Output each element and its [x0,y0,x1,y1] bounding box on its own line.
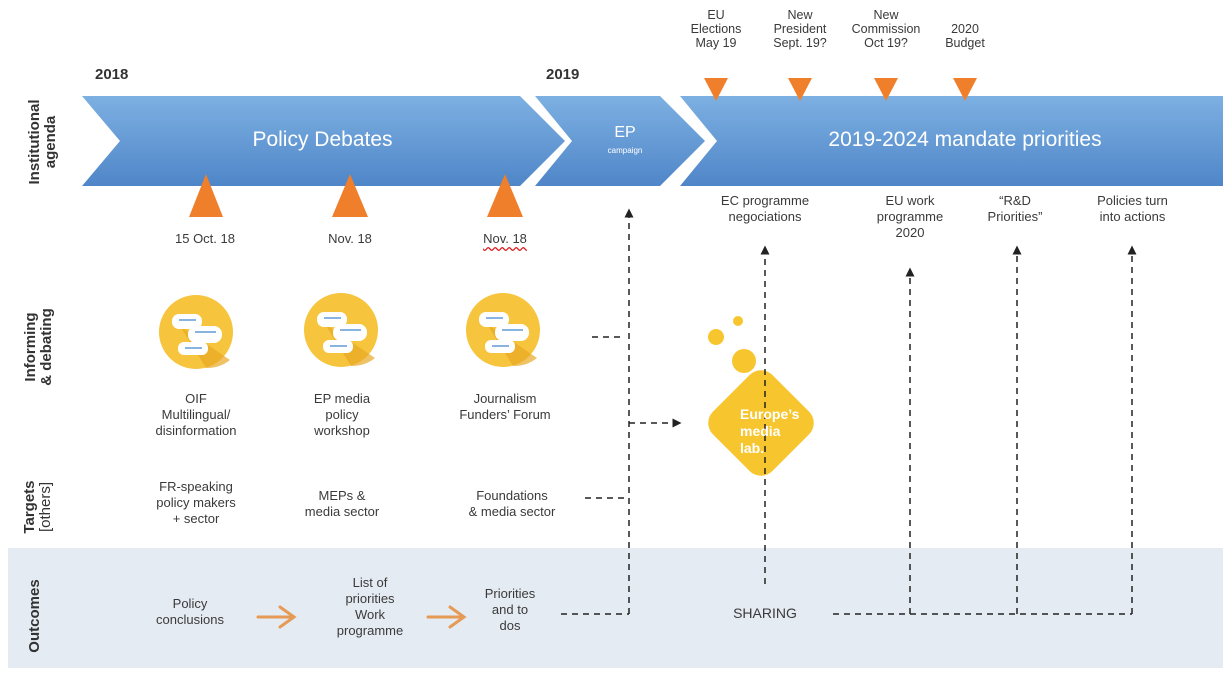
lab-dot-large [732,349,756,373]
ep-campaign-label: campaign [607,146,643,155]
date-marker-2 [332,174,368,217]
event-marker-budget [953,78,977,101]
year-2019: 2019 [546,66,580,83]
policy-debates-label: Policy Debates [252,128,393,151]
mandate-label: 2019-2024 mandate priorities [828,128,1102,151]
date-label-2: Nov. 18 [328,231,372,246]
chat-bubble-icon [304,293,378,367]
year-2018: 2018 [95,66,129,83]
outcome-arrow-1 [256,605,297,629]
row-label-targets: Targets[others] [21,480,54,534]
date-marker-3 [487,174,523,217]
sharing-label: SHARING [733,605,797,621]
date-label-1: 15 Oct. 18 [175,231,235,246]
event-marker-elections [704,78,728,101]
row-label-outcomes: Outcomes [26,579,43,653]
row-label-informing: Informing& debating [22,308,55,386]
date-marker-1 [189,174,223,217]
target-meps: MEPs &media sector [304,488,380,519]
mandate-arrow [680,96,1223,186]
lab-dot-medium [708,329,724,345]
dashed-connectors [561,208,1137,615]
event-marker-commission [874,78,898,101]
outcomes-band [8,548,1223,668]
chat-bubble-icon [159,295,233,369]
ep-label: EP [614,124,636,141]
ep-campaign-arrow [535,96,705,186]
chat-bubble-icon [466,293,540,367]
policy-debates-arrow [82,96,565,186]
target-foundations: Foundations& media sector [468,488,556,519]
date-label-3: Nov. 18 [483,231,527,246]
event-marker-president [788,78,812,101]
media-lab-diamond [708,370,814,476]
outcome-arrow-2 [426,605,467,629]
lab-dot-small [733,316,743,326]
